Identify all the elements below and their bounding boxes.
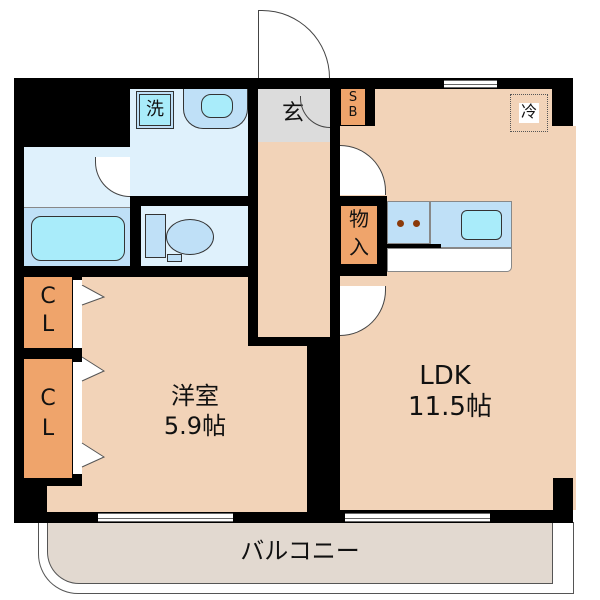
toilet-tank bbox=[145, 214, 166, 258]
kitchen-sink bbox=[461, 210, 502, 240]
entrance-label: 玄 bbox=[281, 101, 304, 126]
storage-label-2: 入 bbox=[349, 235, 369, 259]
western-room bbox=[82, 277, 248, 337]
burner-2 bbox=[413, 220, 420, 227]
shoe-box: S B bbox=[341, 89, 365, 125]
closet-1-door bbox=[73, 280, 82, 348]
hallway-bottom-wall bbox=[248, 337, 340, 346]
entrance-door-swing bbox=[258, 10, 330, 78]
closet-2-label-c: C bbox=[40, 386, 56, 411]
washer-label: 洗 bbox=[146, 99, 164, 120]
stove bbox=[387, 201, 430, 244]
partition-wall bbox=[307, 337, 318, 512]
ldk-size: 11.5帖 bbox=[408, 392, 492, 422]
washer-box: 洗 bbox=[136, 91, 174, 129]
fridge-space: 冷 bbox=[510, 94, 548, 132]
ldk-top-window bbox=[444, 80, 497, 88]
ldk-bottom-right-column bbox=[553, 478, 573, 523]
western-room-size: 5.9帖 bbox=[163, 412, 227, 440]
hallway bbox=[258, 142, 330, 338]
closet-fold-marks bbox=[81, 285, 106, 468]
counter-front bbox=[387, 248, 512, 272]
bathtub bbox=[24, 207, 130, 266]
fridge-label: 冷 bbox=[520, 102, 537, 121]
washbasin-bowl bbox=[201, 94, 233, 118]
burner-1 bbox=[397, 220, 404, 227]
closet-2: C L bbox=[24, 359, 72, 478]
western-room-main bbox=[82, 337, 307, 512]
shoe-box-label-1: S bbox=[348, 90, 358, 105]
closet-1-label-l: L bbox=[41, 312, 55, 337]
balcony-label: バルコニー bbox=[240, 537, 360, 565]
kitchen-sink-counter bbox=[430, 201, 512, 248]
closet-2-label-l: L bbox=[41, 416, 55, 441]
western-room-bottom bbox=[47, 486, 307, 512]
western-room-window bbox=[98, 513, 233, 522]
ldk-window bbox=[345, 513, 490, 522]
toilet-bowl bbox=[166, 219, 214, 255]
balcony-area bbox=[47, 522, 553, 584]
ldk-name: LDK bbox=[419, 361, 471, 391]
closet-2-door bbox=[73, 362, 82, 474]
storage: 物 入 bbox=[341, 206, 377, 264]
ldk-right-column bbox=[552, 78, 573, 126]
toilet-pedestal bbox=[167, 254, 182, 262]
bathtub-water bbox=[31, 216, 125, 261]
shoe-box-label-2: B bbox=[348, 105, 358, 120]
closet-1-label-c: C bbox=[40, 284, 56, 309]
closet-1: C L bbox=[24, 277, 72, 348]
storage-label-1: 物 bbox=[349, 207, 369, 231]
western-room-name: 洋室 bbox=[171, 382, 219, 410]
washbasin bbox=[183, 89, 248, 129]
